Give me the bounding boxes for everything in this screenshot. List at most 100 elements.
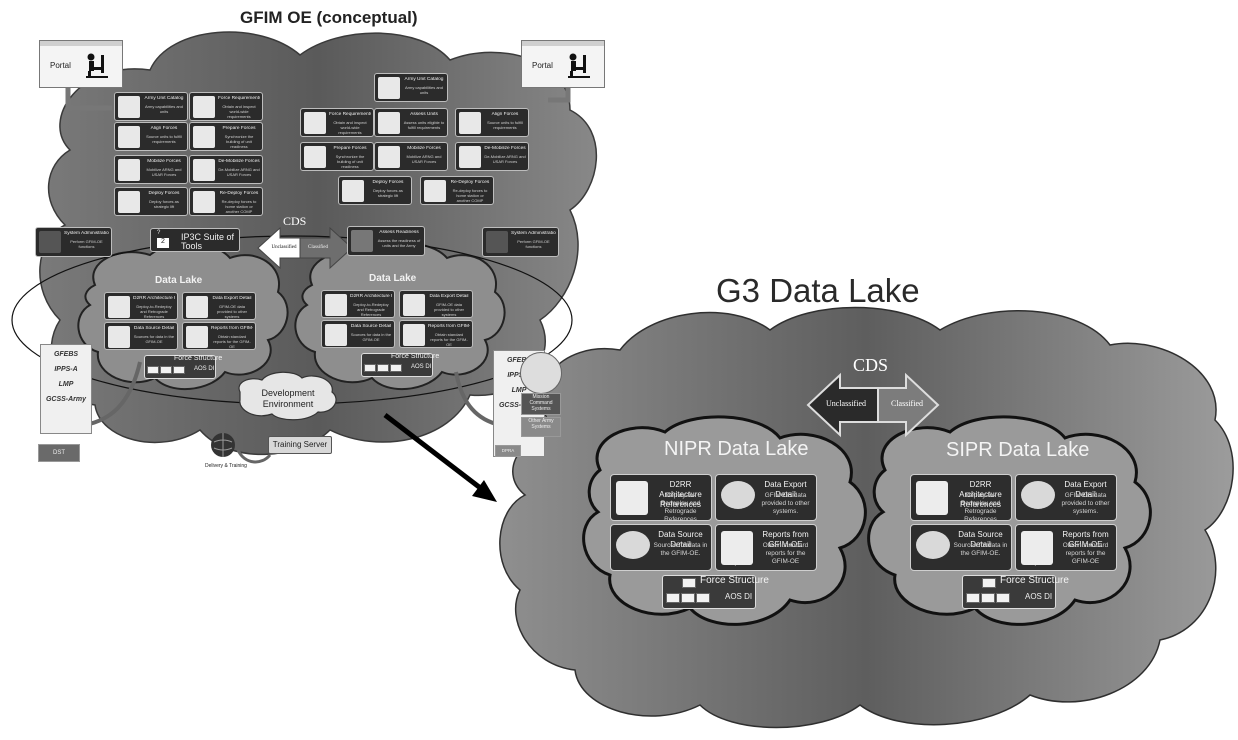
oe-lake-tile[interactable]: D2RR Architecture ReferencesDeploy-to-Re…: [104, 292, 178, 320]
sipr-label: SIPR Data Lake: [946, 439, 1090, 461]
army-seal-icon: [520, 352, 562, 394]
assess-readiness-tile[interactable]: Assess Readiness Assess the readiness of…: [347, 226, 425, 256]
tile-title: Reports from GFIM-OE: [428, 324, 470, 329]
soldiers-icon: [193, 159, 215, 181]
architecture-icon: [108, 296, 130, 318]
g3-cds-label: CDS: [853, 355, 889, 375]
sys-admin-right-tile[interactable]: System Administration Perform GFIM-OE fu…: [482, 227, 559, 257]
g3-force-structure-box[interactable]: [962, 575, 1056, 609]
system-logo-label: IPPS-A: [507, 372, 531, 379]
tile-desc: Obtain and inspect world-wide requiremen…: [333, 120, 367, 135]
dst-box[interactable]: DST: [38, 444, 80, 462]
tile-desc: Synchronize the building of unit readine…: [335, 154, 365, 169]
tile-desc: Perform GFIM-OE functions: [517, 239, 550, 249]
tile-desc: Obtain standard reports for the GFIM-OE: [1062, 542, 1109, 565]
tile-title: Army Unit Catalog: [404, 77, 444, 82]
big-arrow-head: [472, 480, 497, 502]
tile-title: Align Forces: [491, 112, 519, 117]
org-chart-icon: [173, 366, 185, 374]
org-chart-icon: [147, 366, 159, 374]
ip3c-tile[interactable]: ? 2 IP3C Suite of Tools: [150, 228, 240, 252]
tile-desc: GFIM-OE data provided to other systems.: [1061, 492, 1110, 515]
tile-title: Data Export Detail: [429, 294, 469, 299]
org-chart-icon: [681, 593, 695, 603]
tile-title: Reports from GFIM-OE: [762, 530, 809, 549]
data-source-icon: [916, 531, 950, 559]
portal-left-arrow: [65, 87, 112, 111]
force-structure-sub: AOS DI: [411, 364, 432, 370]
org-chart-icon: [364, 364, 376, 372]
force-structure-sub: AOS DI: [1025, 592, 1053, 601]
data-source-icon: [108, 326, 130, 348]
calendar-icon: [193, 126, 215, 148]
tile-desc: Assess units eligible to fulfill require…: [403, 120, 445, 130]
portal-right[interactable]: Portal: [521, 40, 605, 88]
portal-titlebar: [522, 41, 604, 46]
gears-icon: [486, 231, 508, 253]
calendar-icon: [304, 146, 326, 168]
portal-left[interactable]: Portal: [39, 40, 123, 88]
dial-icon: [424, 180, 446, 202]
soldiers-icon: [459, 146, 481, 168]
tile-title: D2RR Architecture References: [350, 294, 392, 299]
photo-icon: [118, 191, 140, 213]
sys-admin-left-tile[interactable]: System Administration Perform GFIM-OE fu…: [35, 227, 112, 257]
training-server-button[interactable]: Training Server: [268, 436, 332, 454]
oe-lake-tile[interactable]: D2RR Architecture ReferencesDeploy-to-Re…: [321, 290, 395, 318]
g3-force-structure-box[interactable]: [662, 575, 756, 609]
tile-desc: GFIM-OE data provided to other systems.: [761, 492, 810, 515]
dev-env-cloud: [238, 371, 337, 421]
mission-command-box[interactable]: Mission Command Systems: [521, 393, 561, 415]
portal-right-label: Portal: [532, 61, 553, 70]
tile-title: De-Mobilize Forces: [218, 159, 260, 164]
other-small-box[interactable]: DPRA: [495, 445, 521, 457]
tile-desc: Sources for data in the GFIM-OE: [350, 332, 392, 342]
force-structure-title: Force Structure: [700, 575, 769, 586]
portal-titlebar: [40, 41, 122, 46]
tank-icon: [378, 112, 400, 134]
other-army-box[interactable]: Other Army Systems: [521, 417, 561, 437]
export-icon: [1021, 481, 1055, 509]
tile-desc: Mobilize ARNG and USAR Forces: [146, 167, 182, 177]
tile-desc: Mobilize ARNG and USAR Forces: [406, 154, 442, 164]
clipboard-icon: [193, 96, 215, 118]
oe-classified-label: Classified: [308, 245, 328, 250]
tile-desc: Sources for data in the GFIM-OE.: [653, 542, 708, 557]
tile-title: Deploy Forces: [372, 180, 404, 185]
tile-title: System Administration: [64, 231, 109, 236]
